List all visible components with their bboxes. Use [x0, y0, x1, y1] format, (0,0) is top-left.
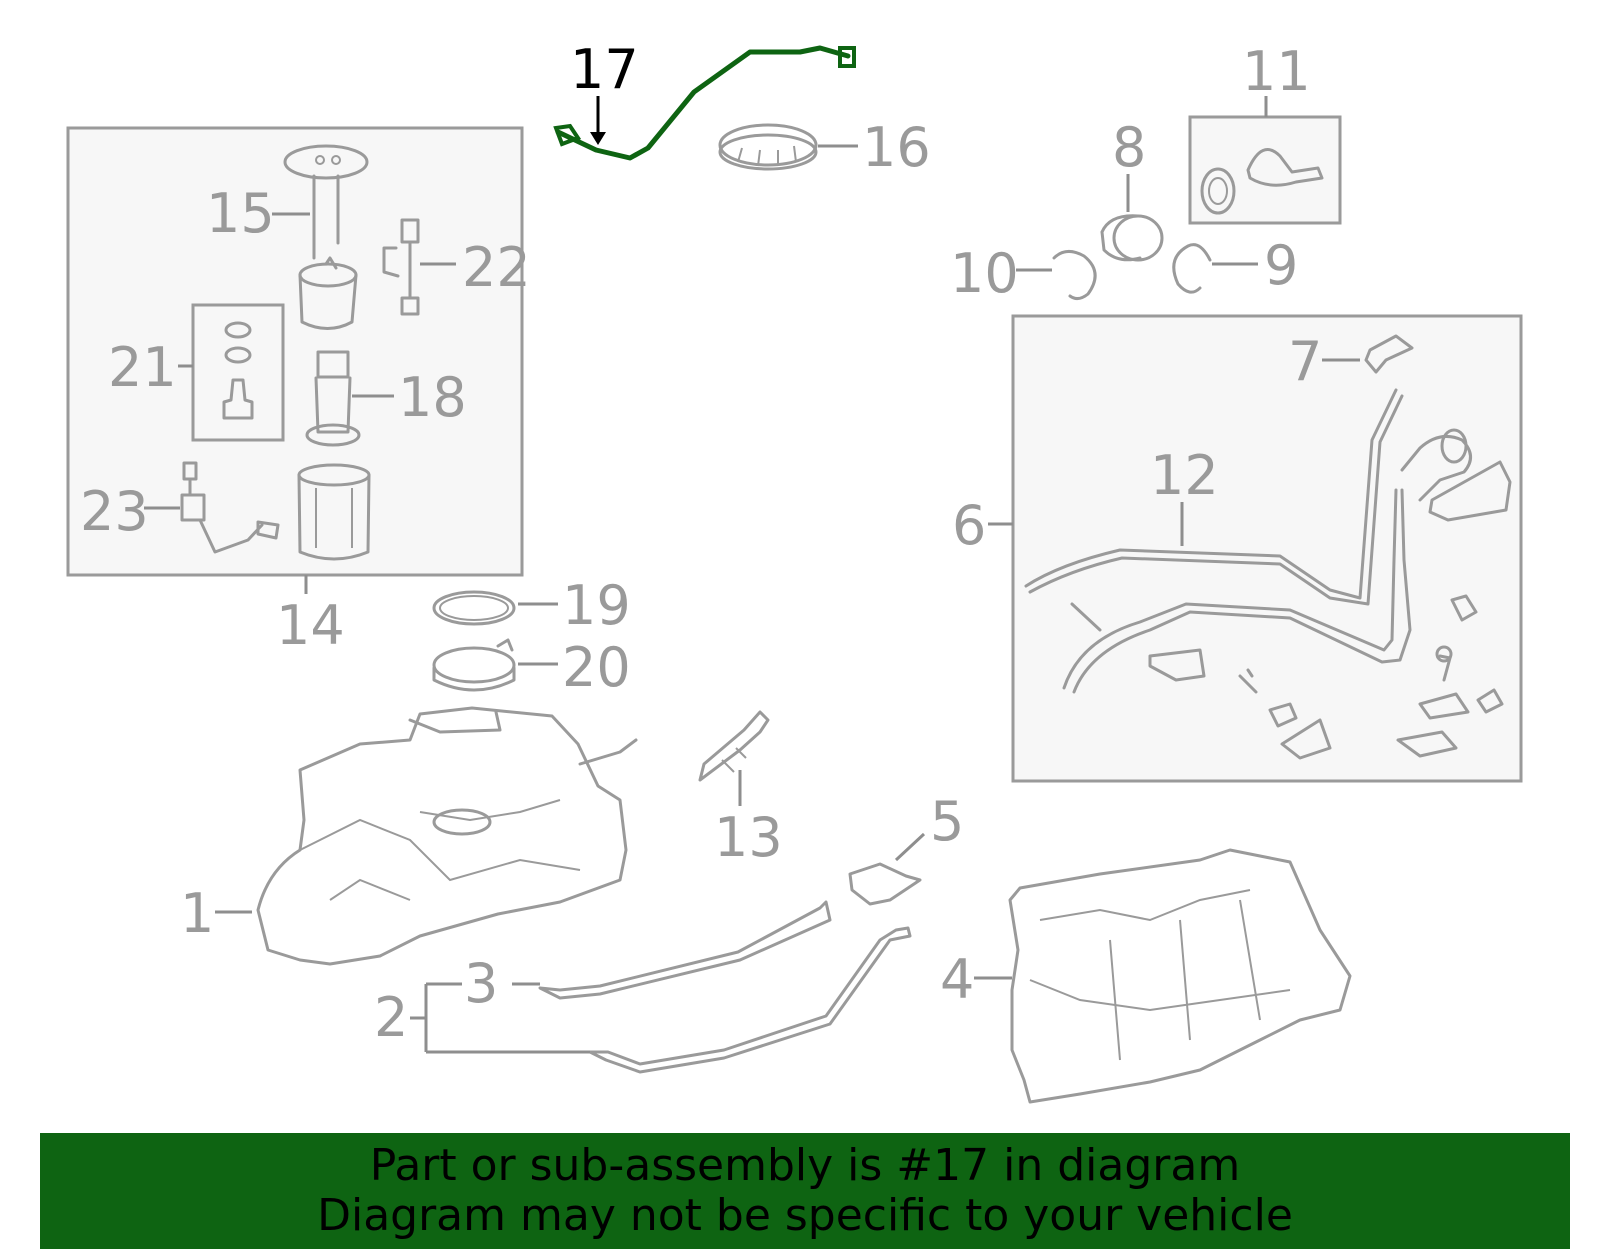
callout-7: 7 — [1288, 330, 1322, 393]
part-16-lock-ring[interactable] — [718, 123, 818, 171]
part-12-filler-pipe[interactable] — [1024, 388, 1472, 694]
part-1-fuel-tank[interactable] — [256, 706, 638, 966]
callout-23: 23 — [80, 480, 149, 543]
callout-8: 8 — [1112, 116, 1146, 179]
part-15-sender[interactable] — [283, 144, 369, 260]
part-19-gasket[interactable] — [432, 590, 516, 626]
part-pump-housing[interactable] — [297, 463, 371, 561]
assembly-box-6 — [1011, 314, 1523, 783]
part-19-gasket-inner — [439, 595, 509, 621]
callout-21: 21 — [108, 336, 177, 399]
part-small-hardware[interactable] — [1148, 594, 1504, 760]
part-8-inlet[interactable] — [1100, 214, 1164, 262]
part-2-strap[interactable] — [588, 926, 912, 1074]
assembly-box-21 — [191, 303, 285, 442]
part-bracket-a[interactable] — [1428, 460, 1512, 522]
callout-15: 15 — [206, 182, 275, 245]
callout-10: 10 — [950, 242, 1019, 305]
info-banner: Part or sub-assembly is #17 in diagram D… — [40, 1133, 1570, 1249]
part-7-bracket[interactable] — [1364, 334, 1414, 374]
leader-5 — [894, 832, 926, 862]
callout-9: 9 — [1264, 234, 1298, 297]
part-9-clip[interactable] — [1172, 243, 1212, 294]
part-4-shield[interactable] — [1008, 848, 1352, 1104]
part-20-retainer[interactable] — [432, 638, 516, 692]
part-filter[interactable] — [298, 256, 358, 330]
callout-22: 22 — [462, 236, 531, 299]
part-23-harness[interactable] — [180, 461, 280, 554]
part-22-connector[interactable] — [382, 218, 420, 316]
callout-16: 16 — [862, 116, 931, 179]
callout-19: 19 — [562, 574, 631, 637]
callout-17: 17 — [570, 38, 639, 101]
leader-2 — [410, 984, 590, 1054]
banner-line-2: Diagram may not be specific to your vehi… — [317, 1190, 1293, 1241]
part-13-hose[interactable] — [698, 710, 770, 782]
callout-6: 6 — [952, 494, 986, 557]
part-3-strap[interactable] — [538, 900, 832, 1000]
leader-17-arrow — [590, 132, 606, 145]
part-18-fuel-pump[interactable] — [305, 350, 361, 447]
callout-11: 11 — [1242, 40, 1311, 103]
banner-line-1: Part or sub-assembly is #17 in diagram — [369, 1140, 1241, 1191]
callout-14: 14 — [276, 594, 345, 657]
assembly-box-14 — [66, 126, 524, 577]
callout-20: 20 — [562, 636, 631, 699]
callout-2: 2 — [374, 986, 408, 1049]
callout-13: 13 — [714, 806, 783, 869]
callout-1: 1 — [180, 882, 214, 945]
part-5-bracket[interactable] — [848, 862, 922, 906]
part-11-cap[interactable] — [1200, 148, 1324, 215]
callout-3: 3 — [464, 952, 498, 1015]
part-21-seals[interactable] — [222, 321, 254, 420]
part-10-clip[interactable] — [1052, 250, 1097, 301]
callout-18: 18 — [398, 366, 467, 429]
callout-5: 5 — [930, 790, 964, 853]
part-17-fuel-line[interactable] — [553, 45, 856, 161]
callout-4: 4 — [940, 948, 974, 1011]
callout-12: 12 — [1150, 444, 1219, 507]
